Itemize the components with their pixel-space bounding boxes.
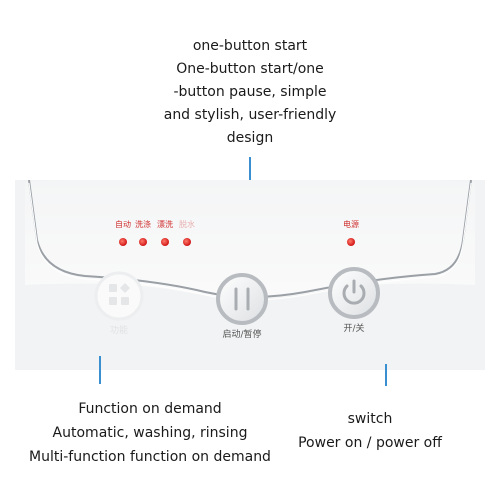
leader-line-right: [385, 364, 387, 386]
led-power: [347, 238, 355, 246]
function-button[interactable]: 功能: [94, 271, 144, 336]
function-grid-icon: [109, 283, 130, 305]
led-spin: [183, 238, 191, 246]
caption-line: Multi-function function on demand: [29, 449, 271, 465]
leader-line-top: [249, 157, 251, 183]
pause-icon: [234, 287, 250, 311]
function-button-label: 功能: [110, 324, 128, 336]
power-button[interactable]: 开/关: [328, 267, 380, 334]
leader-line-left: [99, 356, 101, 384]
power-icon: [342, 279, 366, 305]
caption-line: Power on / power off: [298, 435, 442, 451]
caption-start-pause: one-button start One-button start/one -b…: [120, 35, 380, 150]
indicator-label-wash: 洗涤: [135, 219, 151, 229]
start-pause-button[interactable]: 启动/暂停: [216, 273, 268, 340]
caption-function: Function on demand Automatic, washing, r…: [20, 397, 280, 469]
led-wash: [139, 238, 147, 246]
caption-line: and stylish, user-friendly: [163, 107, 337, 123]
caption-line: -button pause, simple: [173, 84, 327, 100]
caption-line: Automatic, washing, rinsing: [52, 425, 248, 441]
led-auto: [119, 238, 127, 246]
indicator-label-spin: 脱水: [179, 219, 195, 229]
start-pause-label: 启动/暂停: [222, 328, 261, 340]
caption-line: design: [226, 130, 274, 146]
caption-line: switch: [347, 411, 393, 427]
power-button-label: 开/关: [343, 322, 364, 334]
caption-switch: switch Power on / power off: [290, 407, 450, 455]
indicator-label-auto: 自动: [115, 219, 131, 229]
caption-line: one-button start: [192, 38, 308, 54]
led-rinse: [161, 238, 169, 246]
caption-line: One-button start/one: [176, 61, 324, 77]
indicator-label-rinse: 漂洗: [157, 219, 173, 229]
indicator-label-power: 电源: [343, 219, 359, 229]
caption-line: Function on demand: [78, 401, 222, 417]
control-panel: 自动 洗涤 漂洗 脱水 电源 功能 启动/暂停 开/关: [15, 180, 485, 370]
